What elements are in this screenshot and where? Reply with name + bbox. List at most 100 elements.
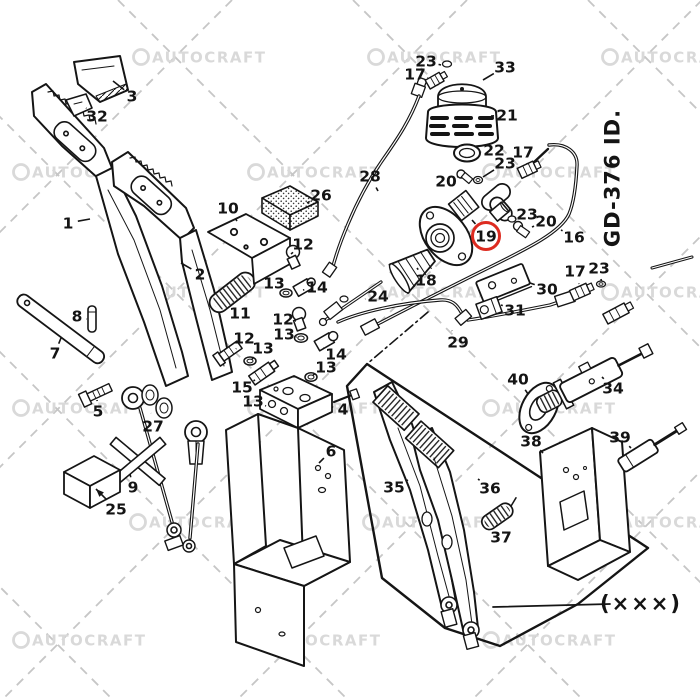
part-label-35: 35 <box>383 478 409 496</box>
svg-text:22: 22 <box>483 141 505 159</box>
linkage-lower <box>121 384 208 553</box>
svg-text:AUTOCRAFT: AUTOCRAFT <box>502 631 616 649</box>
reservoir-21 <box>425 103 499 148</box>
svg-text:34: 34 <box>602 379 624 397</box>
svg-text:10: 10 <box>217 199 239 217</box>
part-label-20: 20 <box>531 212 557 230</box>
knurled-block-26 <box>261 185 319 231</box>
union-15 <box>247 359 280 386</box>
washer-13a <box>279 288 293 298</box>
part-label-22: 22 <box>480 141 505 159</box>
part-label-13: 13 <box>273 325 297 343</box>
spacer-block-25 <box>63 455 121 509</box>
svg-text:24: 24 <box>367 287 389 305</box>
part-label-32: 32 <box>85 107 108 125</box>
svg-text:AUTOCRAFT: AUTOCRAFT <box>32 631 146 649</box>
svg-text:23: 23 <box>415 52 437 70</box>
part-label-3: 3 <box>112 80 138 105</box>
svg-text:15: 15 <box>231 378 253 396</box>
svg-text:38: 38 <box>520 432 542 450</box>
svg-text:18: 18 <box>415 271 437 289</box>
svg-text:13: 13 <box>242 392 264 410</box>
part-label-36: 36 <box>477 478 501 497</box>
part-label-4: 4 <box>331 400 349 418</box>
part-label-28: 28 <box>359 167 381 192</box>
bolt-5 <box>77 382 113 408</box>
highlight-circle-19 <box>471 221 501 251</box>
washer-27a <box>141 384 159 406</box>
part-label-40: 40 <box>507 370 529 395</box>
seal-ring-22 <box>453 143 481 163</box>
pivot-rod-7 <box>16 293 106 365</box>
watermark: AUTOCRAFT <box>601 48 700 66</box>
watermark: AUTOCRAFT <box>12 631 146 649</box>
svg-text:AUTOCRAFT: AUTOCRAFT <box>152 48 266 66</box>
svg-text:4: 4 <box>338 400 349 418</box>
svg-text:25: 25 <box>105 500 127 518</box>
svg-text:17: 17 <box>512 143 534 161</box>
pin-8 <box>87 305 97 333</box>
watermark: AUTOCRAFT <box>601 283 700 301</box>
part-label-37: 37 <box>490 524 512 546</box>
clamp-31 <box>475 295 503 321</box>
bracket-38 <box>539 427 631 581</box>
svg-text:AUTOCRAFT: AUTOCRAFT <box>387 283 501 301</box>
svg-text:23: 23 <box>516 205 538 223</box>
svg-text:17: 17 <box>564 262 586 280</box>
brake-pipe-16 <box>359 143 579 336</box>
union-17b <box>516 160 542 180</box>
svg-text:37: 37 <box>490 528 512 546</box>
part-label-31: 31 <box>500 301 526 319</box>
washer-27b <box>155 397 173 419</box>
svg-text:1: 1 <box>63 214 74 232</box>
part-label-12: 12 <box>272 310 296 328</box>
inset-outline <box>345 311 650 648</box>
washer-13c <box>243 356 257 366</box>
watermark: AUTOCRAFT <box>132 48 266 66</box>
part-label-26: 26 <box>306 186 332 204</box>
svg-text:9: 9 <box>128 478 139 496</box>
svg-text:2: 2 <box>195 265 206 283</box>
svg-text:11: 11 <box>229 304 251 322</box>
part-label-2: 2 <box>180 262 206 283</box>
part-label-16: 16 <box>560 228 585 246</box>
washer-13b <box>293 333 309 343</box>
union-17a <box>424 70 448 90</box>
svg-text:AUTOCRAFT: AUTOCRAFT <box>621 283 700 301</box>
part-label-13: 13 <box>312 358 337 376</box>
svg-text:AUTOCRAFT: AUTOCRAFT <box>621 513 700 531</box>
svg-text:39: 39 <box>609 428 631 446</box>
part-label-15: 15 <box>231 378 256 396</box>
watermark: AUTOCRAFT <box>12 399 146 417</box>
part-label-13: 13 <box>251 339 274 360</box>
svg-text:AUTOCRAFT: AUTOCRAFT <box>32 399 146 417</box>
part-label-20: 20 <box>435 172 459 190</box>
part-label-23: 23 <box>482 154 516 178</box>
washer-23b <box>472 175 484 185</box>
inset-pedal-arm-36 <box>404 420 480 651</box>
push-rod-24 <box>318 280 383 327</box>
cylinder-34 <box>535 343 654 414</box>
watermark: AUTOCRAFT <box>247 163 380 181</box>
svg-text:20: 20 <box>435 172 457 190</box>
svg-text:13: 13 <box>252 339 274 357</box>
svg-text:26: 26 <box>310 186 332 204</box>
connector-39 <box>617 421 688 473</box>
svg-text:AUTOCRAFT: AUTOCRAFT <box>387 48 501 66</box>
watermark: AUTOCRAFT <box>482 631 616 649</box>
svg-text:12: 12 <box>292 235 314 253</box>
svg-text:33: 33 <box>494 58 516 76</box>
part-label-17: 17 <box>564 262 586 285</box>
svg-text:36: 36 <box>479 479 501 497</box>
part-label-24: 24 <box>364 287 389 305</box>
svg-text:14: 14 <box>325 345 347 363</box>
part-label-23: 23 <box>514 205 538 223</box>
svg-text:23: 23 <box>588 259 610 277</box>
master-cylinder-head <box>418 160 542 267</box>
svg-text:17: 17 <box>404 65 426 83</box>
svg-text:19: 19 <box>475 227 497 245</box>
svg-text:3: 3 <box>127 87 138 105</box>
svg-text:20: 20 <box>535 212 557 230</box>
part-label-17: 17 <box>512 143 534 165</box>
